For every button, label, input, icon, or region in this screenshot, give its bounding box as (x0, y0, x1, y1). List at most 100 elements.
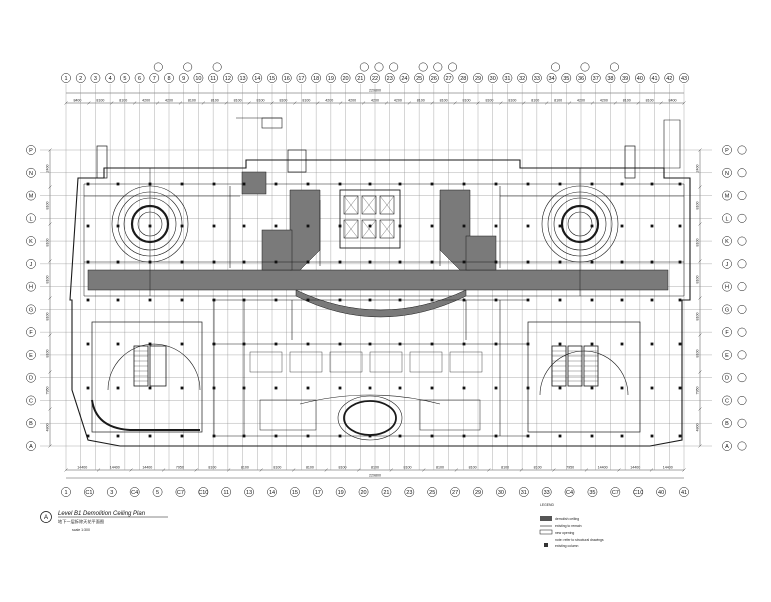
dim-bottom-value: 14400 (110, 466, 120, 470)
grid-bubble-right-secondary (737, 327, 747, 337)
dim-bottom-value: 8100 (501, 466, 509, 470)
grid-bubble-top (384, 73, 395, 83)
grid-bubble-top-label: 28 (460, 76, 466, 82)
grid-bubble-top-label: 43 (681, 76, 687, 82)
grid-bubble-top (473, 73, 483, 83)
grid-bubble-bottom-label: 19 (338, 490, 344, 496)
structural-column (678, 298, 682, 302)
structural-column (148, 386, 152, 390)
grid-bubble-right-secondary (737, 213, 747, 223)
grid-bubble-top-label: 22 (372, 76, 378, 82)
grid-bubble-bottom-label: C4 (566, 490, 573, 496)
grid-bubble-bottom (656, 487, 666, 497)
structural-column (650, 224, 654, 228)
grid-bubble-bottom-label: C7 (177, 490, 184, 496)
dim-top-value: 4200 (142, 99, 150, 103)
dim-bottom-value: 8100 (338, 466, 346, 470)
grid-bubble-top (267, 73, 277, 83)
structural-column (462, 182, 466, 186)
dim-bottom-tick (226, 468, 231, 472)
dim-bottom-value: 14400 (630, 466, 640, 470)
structural-column (398, 386, 402, 390)
grid-bubble-left-label: D (29, 376, 33, 382)
grid-bubble-right (722, 213, 732, 224)
grid-bubble-left-label: K (29, 239, 33, 245)
elevator-cross (379, 219, 395, 239)
grid-bubble-top-label: 11 (210, 76, 216, 82)
grid-bubble-top (546, 73, 557, 83)
structural-column (678, 342, 682, 346)
drawing-scale-note: scale 1:300 (72, 528, 90, 532)
structural-column (462, 342, 466, 346)
service-room (419, 399, 481, 431)
grid-bubble-top (193, 73, 204, 83)
structural-column (678, 224, 682, 228)
curved-ramp-left (107, 343, 201, 391)
grid-bubble-top-label: 13 (240, 76, 246, 82)
structural-column (398, 260, 402, 264)
structural-column (590, 182, 594, 186)
dim-left-tick (48, 296, 52, 300)
grid-bubble-right-secondary (737, 259, 747, 269)
structural-column (180, 260, 184, 264)
structural-column (274, 386, 278, 390)
grid-bubble-right-label: K (725, 239, 729, 245)
dim-top-tick (224, 101, 228, 105)
structural-column (398, 298, 402, 302)
structural-column (368, 434, 372, 438)
grid-bubble-right-label: E (725, 353, 729, 359)
grid-bubble-top-label: 41 (652, 76, 658, 82)
structural-column (590, 298, 594, 302)
dim-top-tick (453, 101, 457, 105)
grid-room (329, 351, 363, 373)
grid-bubble-bottom-label: 29 (475, 490, 481, 496)
dim-bottom-value: 7950 (176, 466, 184, 470)
dim-right-value: 2400 (696, 165, 700, 173)
grid-bubble-top (120, 73, 130, 83)
drawing-title-chinese: 地下一层拆除天花平面图 (58, 518, 104, 525)
grid-bubble-right-label: D (725, 376, 729, 382)
structural-column (650, 298, 654, 302)
grid-bubble-top (340, 73, 351, 83)
structural-column (620, 434, 624, 438)
structural-column (368, 298, 372, 302)
duct-right (624, 145, 636, 179)
grid-bubble-top (590, 73, 601, 83)
dim-bottom-tick (617, 468, 621, 472)
grid-bubble-bottom (587, 487, 598, 497)
grid-room (409, 351, 443, 373)
grid-bubble-right-secondary (737, 282, 747, 292)
grid-bubble-left (26, 304, 36, 315)
grid-bubble-right-label: C (725, 398, 729, 404)
stair-right-top (663, 119, 681, 169)
dim-top-tick (339, 101, 343, 105)
dim-left-value: 2400 (46, 165, 50, 173)
legend-heading: LEGEND (540, 503, 554, 507)
dim-bottom-tick (487, 468, 491, 472)
structural-column (212, 386, 216, 390)
grid-bubble-right (722, 395, 732, 406)
dim-top-value: 8100 (508, 99, 516, 103)
grid-bubble-top-label: 32 (519, 76, 525, 82)
dim-top-value: 8100 (234, 99, 242, 103)
grid-bubble-top-label: 8 (167, 76, 170, 82)
structural-column (650, 342, 654, 346)
grid-bubble-right-secondary (737, 396, 747, 405)
structural-column (620, 260, 624, 264)
elevator-cross (343, 219, 359, 239)
structural-column (180, 386, 184, 390)
legend-item-4: note: refer to structural drawings (555, 538, 604, 542)
grid-bubble-top-label: 40 (637, 76, 643, 82)
dim-bottom-tick (584, 468, 589, 472)
grid-bubble-right-secondary (737, 441, 747, 451)
structural-column (274, 298, 278, 302)
dim-top-tick (155, 101, 160, 105)
grid-bubble-top-label: 25 (416, 76, 422, 82)
dim-top-tick (133, 101, 137, 105)
dim-left-value: 4800 (46, 424, 50, 432)
grid-bubble-bottom (541, 487, 552, 497)
structural-column (558, 260, 562, 264)
structural-column (526, 260, 530, 264)
grid-bubble-right-label: L (725, 216, 728, 222)
structural-column (558, 298, 562, 302)
